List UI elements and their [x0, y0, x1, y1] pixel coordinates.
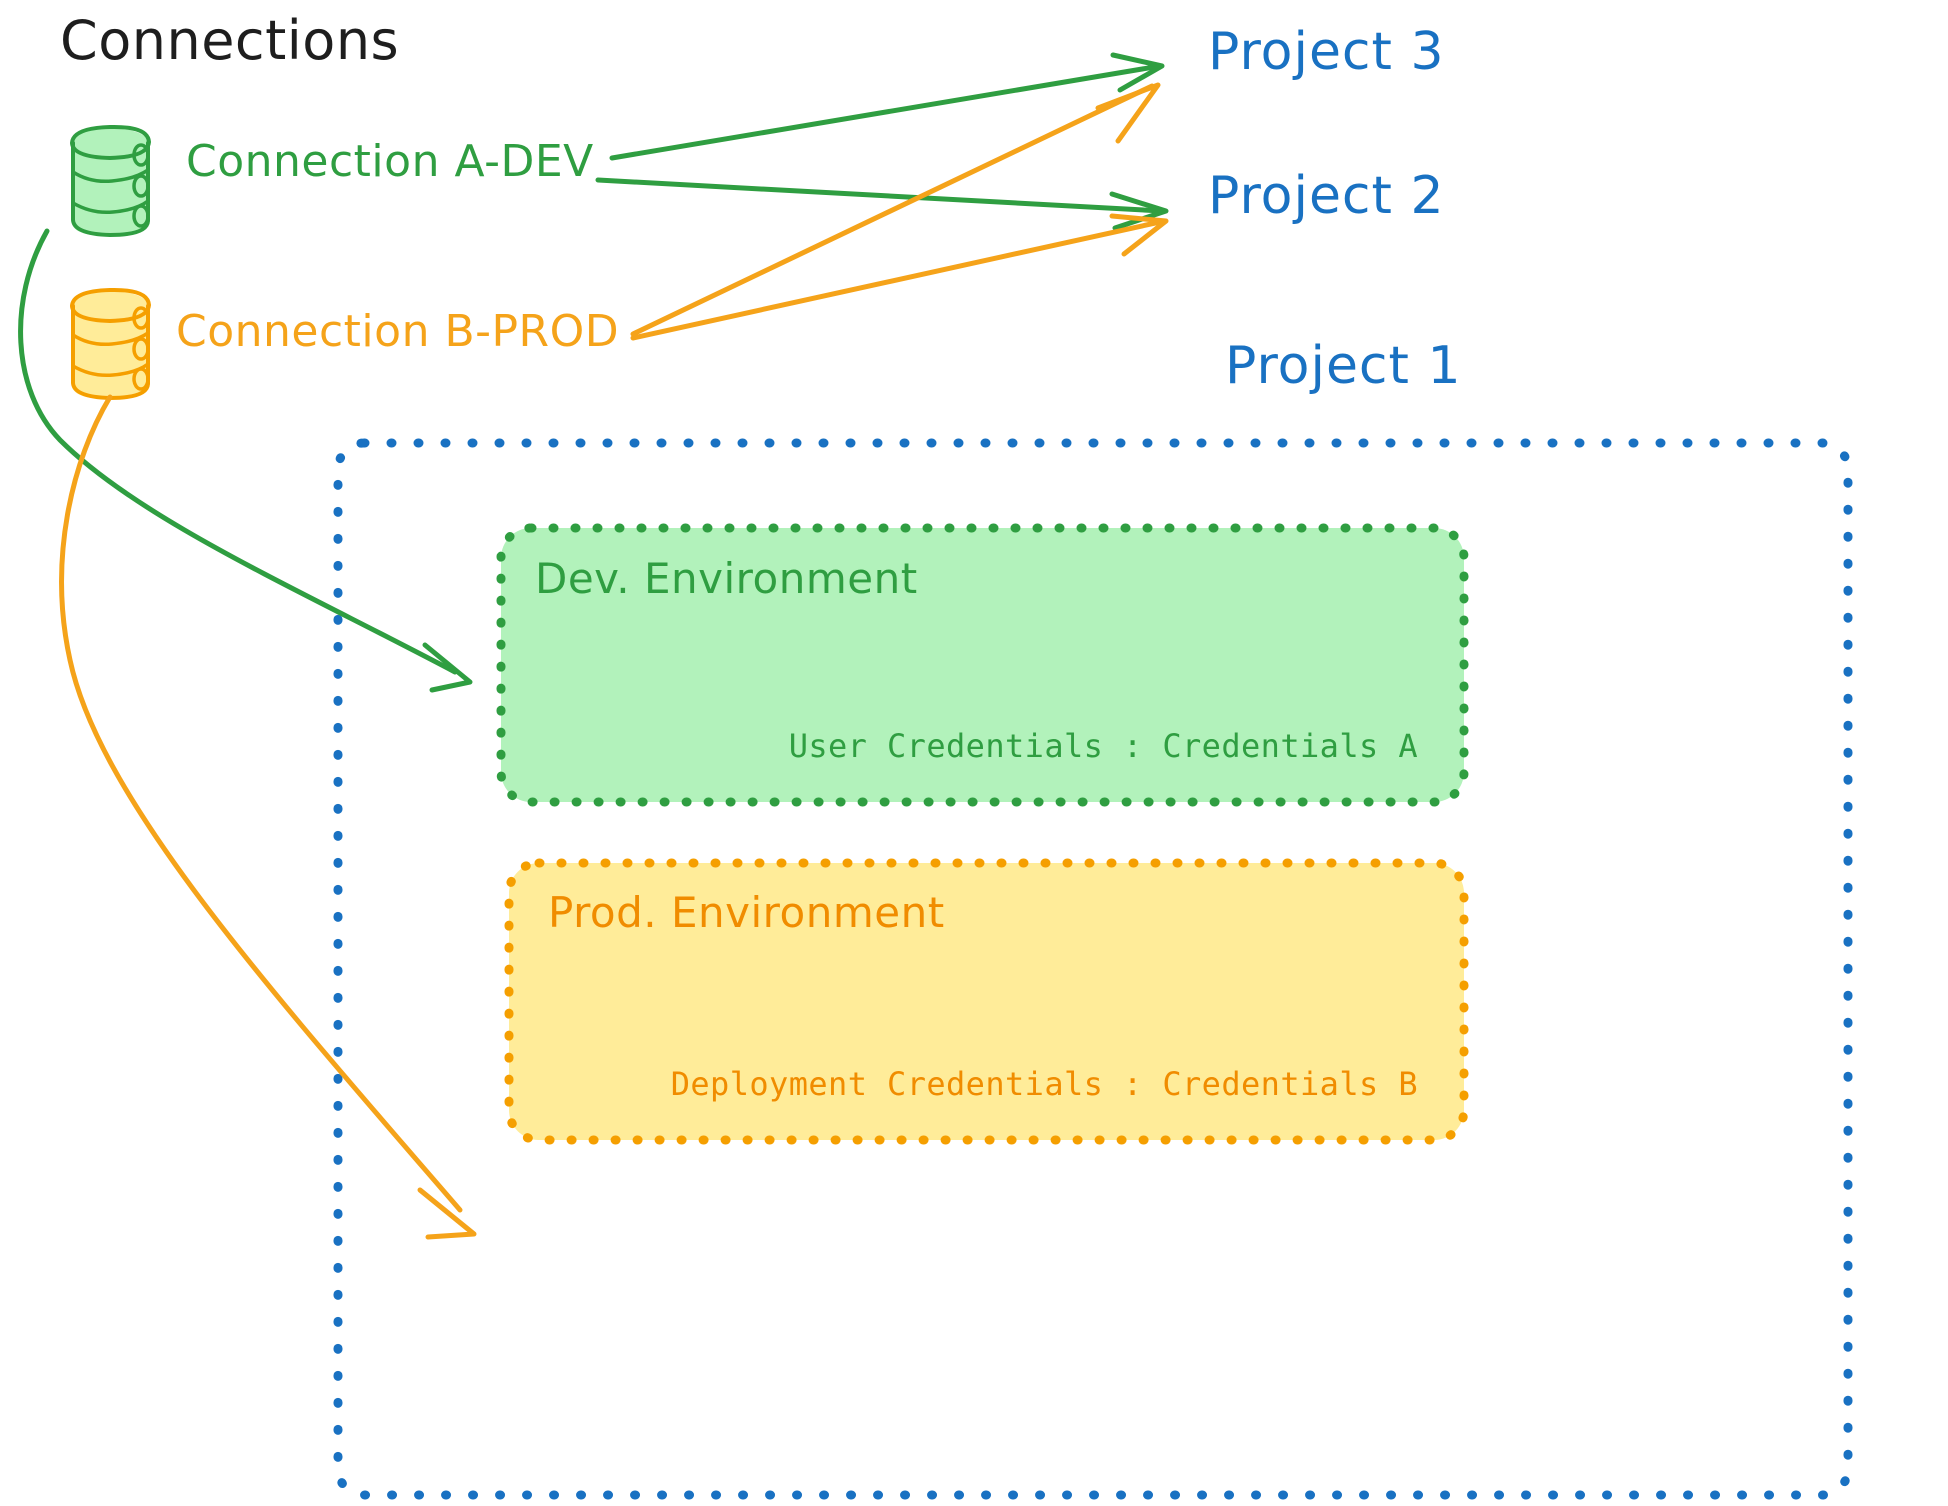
project-3-label[interactable]: Project 3: [1208, 22, 1445, 82]
dev-environment-credentials: User Credentials : Credentials A: [788, 727, 1418, 765]
project-1-container-border: [333, 438, 1853, 1500]
edge-connection-a-to-project-3: [609, 52, 1165, 161]
project-1-label[interactable]: Project 1: [1225, 336, 1462, 396]
edge-connection-b-to-prod-environment: [59, 394, 477, 1240]
edge-connection-b-to-project-2: [630, 213, 1169, 341]
edge-connection-a-to-dev-environment: [18, 228, 473, 693]
dev-environment-box[interactable]: [496, 523, 1469, 807]
connection-b-prod-label[interactable]: Connection B-PROD: [176, 306, 620, 357]
edge-connection-b-to-project-3: [630, 82, 1161, 337]
connection-a-dev-label[interactable]: Connection A-DEV: [186, 136, 594, 187]
prod-environment-box[interactable]: [504, 858, 1469, 1145]
edge-connection-a-to-project-2: [595, 177, 1169, 231]
connection-a-dev-database-icon[interactable]: [69, 124, 152, 238]
connection-b-prod-database-icon[interactable]: [69, 287, 152, 401]
prod-environment-credentials: Deployment Credentials : Credentials B: [670, 1065, 1418, 1103]
prod-environment-title: Prod. Environment: [548, 888, 945, 937]
dev-environment-title: Dev. Environment: [535, 554, 918, 603]
project-2-label[interactable]: Project 2: [1208, 166, 1445, 226]
page-title: Connections: [60, 9, 400, 72]
